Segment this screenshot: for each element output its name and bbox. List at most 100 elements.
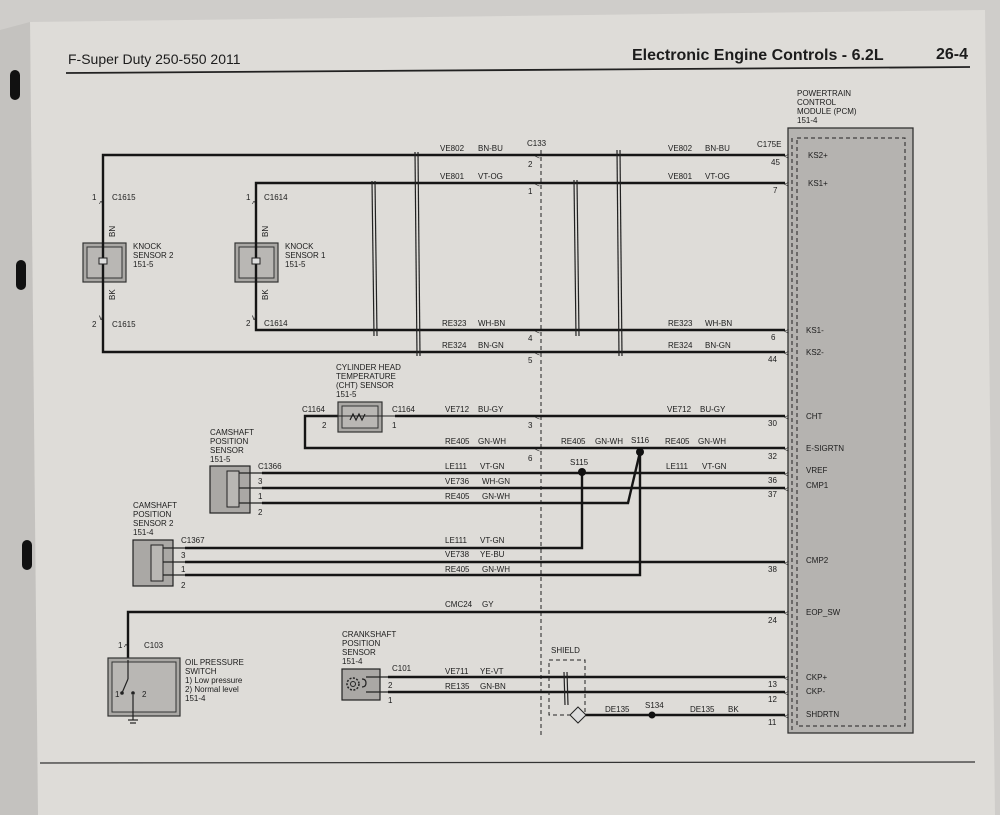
svg-text:C1164: C1164 [392, 405, 416, 414]
svg-text:2: 2 [246, 319, 251, 328]
header-rule [65, 66, 971, 74]
svg-text:2: 2 [142, 690, 147, 699]
binding-hole [16, 260, 26, 290]
svg-text:CKP-: CKP- [806, 687, 825, 696]
svg-text:VT-GN: VT-GN [480, 536, 505, 545]
c133-label: C133 [527, 139, 547, 148]
crankshaft-position-sensor: CRANKSHAFT POSITION SENSOR 151-4 C101 2 … [341, 630, 412, 705]
pcm-module: POWERTRAIN CONTROL MODULE (PCM) 151-4 C1… [757, 89, 914, 734]
knock-sensor-1: ^v 1 C1614 2 C1614 BN BK KNOCK SENSOR 1 … [234, 193, 326, 328]
svg-text:SENSOR 2: SENSOR 2 [133, 251, 174, 260]
svg-text:<: < [784, 484, 789, 494]
svg-text:BU-GY: BU-GY [700, 405, 726, 414]
svg-text:VE738: VE738 [445, 550, 470, 559]
svg-text:GN-WH: GN-WH [482, 565, 510, 574]
camshaft-position-sensor-1: CAMSHAFT POSITION SENSOR 151-5 C1366 3 1… [209, 428, 282, 517]
svg-text:1: 1 [528, 187, 533, 196]
svg-text:<: < [535, 412, 540, 422]
svg-text:<: < [535, 326, 540, 336]
splice-s116 [636, 448, 644, 456]
svg-text:BK: BK [261, 289, 270, 300]
svg-text:^: ^ [99, 199, 103, 209]
svg-text:1: 1 [388, 696, 393, 705]
svg-text:LE111: LE111 [445, 536, 467, 545]
svg-text:RE405: RE405 [665, 437, 690, 446]
svg-text:GN-WH: GN-WH [698, 437, 726, 446]
svg-text:VT-GN: VT-GN [480, 462, 505, 471]
svg-text:SHIELD: SHIELD [551, 646, 580, 655]
svg-text:<: < [535, 348, 540, 358]
svg-text:CHT: CHT [806, 412, 823, 421]
svg-text:GY: GY [482, 600, 494, 609]
svg-text:GN-WH: GN-WH [482, 492, 510, 501]
svg-text:BN: BN [108, 226, 117, 237]
svg-text:BK: BK [728, 705, 739, 714]
svg-text:VE801: VE801 [440, 172, 465, 181]
svg-text:CRANKSHAFT: CRANKSHAFT [342, 630, 396, 639]
splice-label: S116 [631, 436, 650, 445]
svg-text:C1614: C1614 [264, 319, 288, 328]
svg-text:POSITION: POSITION [342, 639, 380, 648]
svg-text:RE405: RE405 [445, 565, 470, 574]
svg-text:<: < [784, 469, 789, 479]
section-title: Electronic Engine Controls - 6.2L [632, 47, 884, 64]
svg-text:12: 12 [768, 695, 777, 704]
svg-text:151-5: 151-5 [133, 260, 154, 269]
svg-text:45: 45 [771, 158, 780, 167]
svg-text:YE-BU: YE-BU [480, 550, 505, 559]
svg-text:1: 1 [392, 421, 397, 430]
svg-text:GN-WH: GN-WH [478, 437, 506, 446]
svg-text:<: < [535, 179, 540, 189]
svg-text:CKP+: CKP+ [806, 673, 827, 682]
pcm-pin: <KS2+45 [771, 151, 828, 167]
binding-hole [22, 540, 32, 570]
svg-text:6: 6 [528, 454, 533, 463]
svg-text:SENSOR 1: SENSOR 1 [285, 251, 326, 260]
svg-text:CYLINDER HEAD: CYLINDER HEAD [336, 363, 401, 372]
pcm-pin: < CMP1 37 [768, 481, 829, 499]
svg-text:2: 2 [258, 508, 263, 517]
svg-text:OIL PRESSURE: OIL PRESSURE [185, 658, 244, 667]
svg-text:POSITION: POSITION [133, 510, 171, 519]
svg-text:C1614: C1614 [264, 193, 288, 202]
svg-text:CMP1: CMP1 [806, 481, 829, 490]
svg-text:30: 30 [768, 419, 777, 428]
svg-text:SENSOR: SENSOR [210, 446, 244, 455]
svg-text:VT-OG: VT-OG [478, 172, 503, 181]
svg-text:VE712: VE712 [445, 405, 470, 414]
svg-text:SENSOR: SENSOR [342, 648, 376, 657]
splice-s115 [578, 468, 586, 476]
svg-text:13: 13 [768, 680, 777, 689]
svg-text:VE801: VE801 [668, 172, 693, 181]
svg-text:37: 37 [768, 490, 777, 499]
svg-text:DE135: DE135 [605, 705, 630, 714]
svg-text:VE712: VE712 [667, 405, 692, 414]
svg-text:<: < [784, 711, 789, 721]
svg-text:11: 11 [768, 718, 777, 727]
svg-text:2: 2 [322, 421, 327, 430]
svg-text:^: ^ [252, 199, 256, 209]
svg-text:RE323: RE323 [442, 319, 467, 328]
svg-text:WH-GN: WH-GN [482, 477, 510, 486]
pcm-pin: <KS1+7 [773, 179, 828, 195]
svg-text:KS2+: KS2+ [808, 151, 828, 160]
svg-text:151-5: 151-5 [336, 390, 357, 399]
svg-text:7: 7 [773, 186, 778, 195]
svg-text:POSITION: POSITION [210, 437, 248, 446]
svg-text:KS2-: KS2- [806, 348, 824, 357]
svg-text:<: < [784, 179, 789, 189]
svg-text:GN-WH: GN-WH [595, 437, 623, 446]
svg-text:BU-GY: BU-GY [478, 405, 504, 414]
c133-pins: <2 <1 <4 <5 <3 <6 [528, 151, 540, 463]
svg-text:E-SIGRTN: E-SIGRTN [806, 444, 844, 453]
svg-text:<: < [784, 326, 789, 336]
svg-text:GN-BN: GN-BN [480, 682, 506, 691]
svg-text:SWITCH: SWITCH [185, 667, 217, 676]
svg-text:2: 2 [181, 581, 186, 590]
svg-text:VE736: VE736 [445, 477, 470, 486]
svg-text:<: < [535, 444, 540, 454]
